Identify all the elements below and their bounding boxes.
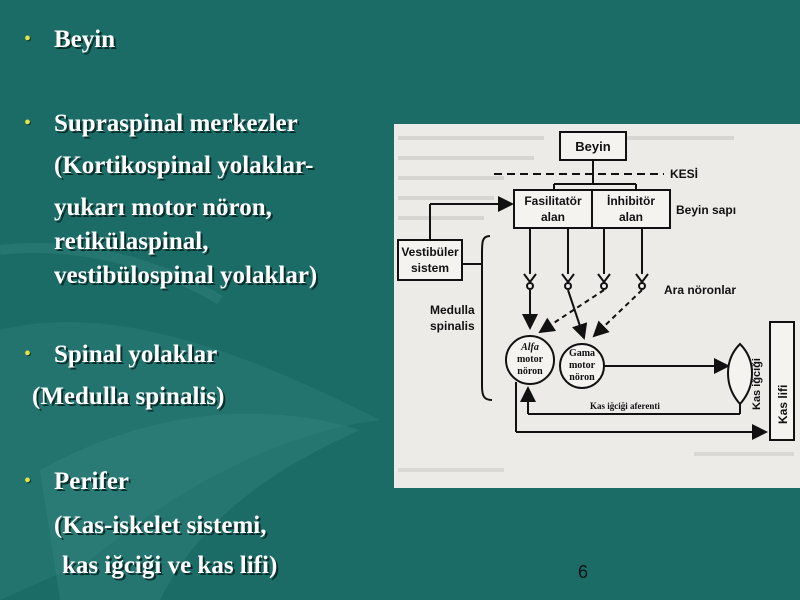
bullet-icon: • (24, 28, 32, 50)
sub-line: kas iğciği ve kas lifi) (62, 552, 278, 579)
medulla-label: Medulla (430, 303, 475, 317)
page-number: 6 (578, 562, 589, 582)
gamma-label: nöron (569, 372, 595, 383)
vestibular-label: Vestibüler (401, 245, 459, 259)
alpha-label: nöron (517, 366, 543, 377)
bullet-spinal: Spinal yolaklar (54, 341, 218, 368)
bullet-beyin: Beyin (54, 26, 116, 53)
cut-label: KESİ (670, 166, 698, 181)
fiber-label: Kas lifi (776, 385, 790, 424)
sub-line: (Medulla spinalis) (32, 383, 225, 410)
facilitator-label: alan (541, 210, 565, 224)
alpha-label: motor (517, 354, 544, 365)
facilitator-label: Fasilitatör (524, 194, 582, 208)
medulla-label: spinalis (430, 319, 475, 333)
inhibitor-label: İnhibitör (607, 193, 655, 208)
sub-line: vestibülospinal yolaklar) (54, 262, 318, 289)
sub-line: yukarı motor nöron, (54, 194, 272, 221)
inhibitor-label: alan (619, 210, 643, 224)
afferent-label: Kas iğciği aferenti (590, 401, 660, 411)
bullet-perifer: Perifer (54, 468, 129, 495)
interneurons-label: Ara nöronlar (664, 283, 736, 297)
sub-line: (Kortikospinal yolaklar- (54, 152, 314, 179)
vestibular-label: sistem (411, 261, 449, 275)
gamma-label: motor (569, 360, 596, 371)
brainstem-label: Beyin sapı (676, 203, 736, 217)
alpha-label: Alfa (520, 342, 539, 353)
bullet-icon: • (24, 112, 32, 134)
gamma-label: Gama (569, 348, 595, 359)
bullet-supraspinal: Supraspinal merkezler (54, 110, 298, 137)
motor-control-diagram: Beyin KESİ Fasilitatör alan İnhibitör al… (394, 124, 800, 488)
sub-line: (Kas-iskelet sistemi, (54, 512, 267, 539)
sub-line: retikülaspinal, (54, 228, 209, 255)
brain-label: Beyin (575, 139, 610, 154)
bullet-icon: • (24, 470, 32, 492)
bullet-icon: • (24, 343, 32, 365)
spindle-label: Kas iğciği (751, 358, 763, 410)
